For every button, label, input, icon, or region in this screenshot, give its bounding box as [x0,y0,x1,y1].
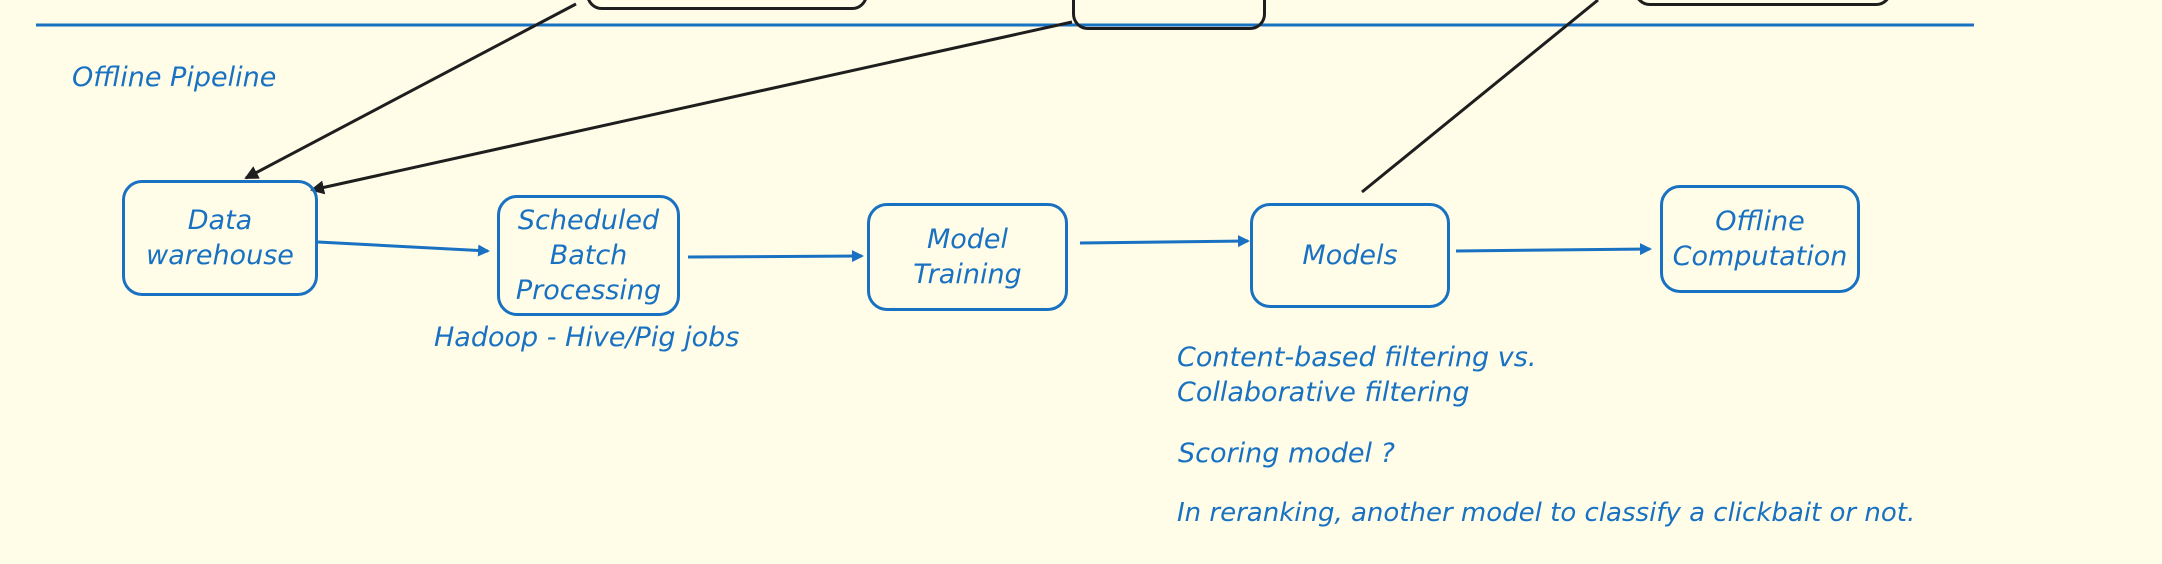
node-data-warehouse[interactable]: Data warehouse [122,180,318,296]
upper-box-1 [586,0,868,10]
models-upward-edge [1361,0,1599,194]
incoming-arrow-2 [310,20,1073,195]
node-offline-computation[interactable]: Offline Computation [1660,185,1860,293]
note-filtering: Content-based filtering vs. Collaborativ… [1177,342,1537,408]
arrow-warehouse-to-batch [317,240,490,257]
arrow-models-to-offline [1455,243,1652,256]
section-title: Offline Pipeline [72,62,277,93]
arrow-training-to-models [1079,235,1250,248]
node-scheduled-batch-processing[interactable]: Scheduled Batch Processing [497,195,680,316]
upper-box-3 [1634,0,1892,6]
upper-box-2 [1072,0,1266,30]
note-scoring: Scoring model ? [1178,438,1395,469]
node-models[interactable]: Models [1250,203,1450,308]
arrow-batch-to-training [687,250,864,263]
node-model-training[interactable]: Model Training [867,203,1068,311]
note-hadoop: Hadoop - Hive/Pig jobs [434,322,740,353]
note-reranking: In reranking, another model to classify … [1177,498,1916,528]
incoming-arrow-1 [244,2,577,180]
